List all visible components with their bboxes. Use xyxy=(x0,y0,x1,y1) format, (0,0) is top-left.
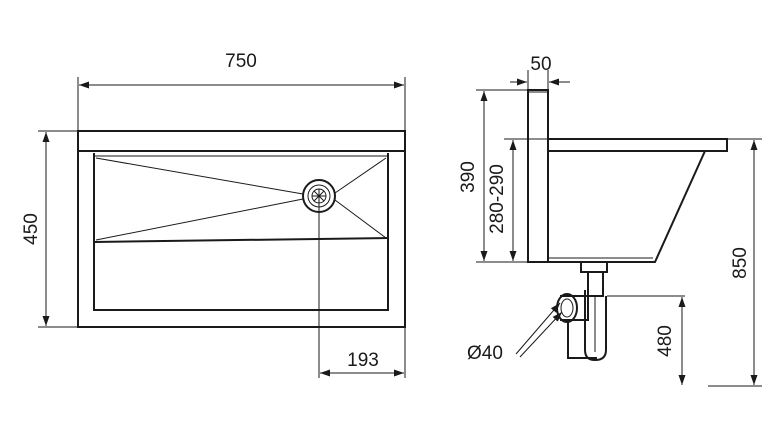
diameter-leader-2 xyxy=(519,311,563,358)
dimension-label-850: 850 xyxy=(730,247,751,279)
basin-side-profile xyxy=(548,138,728,263)
basin-slope-line-3 xyxy=(334,157,387,194)
basin-front-edge xyxy=(93,237,389,243)
siphon-trap-icon xyxy=(556,261,608,362)
dimension-390: 390 xyxy=(458,89,527,263)
dimension-label-390: 390 xyxy=(458,161,479,193)
dimension-label-750: 750 xyxy=(225,51,257,72)
dimension-drain-offset: 193 xyxy=(320,328,406,378)
dimension-width: 750 xyxy=(77,51,406,130)
dimension-480: 480 xyxy=(655,297,686,385)
front-view xyxy=(77,130,406,378)
diameter-leader xyxy=(515,302,561,355)
dimension-label-diameter: Ø40 xyxy=(467,343,503,364)
side-view: Ø40 xyxy=(467,89,728,364)
dimension-depth: 50 xyxy=(510,54,570,90)
dimension-label-480: 480 xyxy=(655,325,676,357)
sink-outer-outline xyxy=(77,130,406,328)
dimension-height: 450 xyxy=(21,130,77,328)
dimension-850: 850 xyxy=(708,138,762,387)
dimension-label-193: 193 xyxy=(347,350,379,371)
basin-slope-line-1 xyxy=(95,157,304,195)
basin-slope-line-2 xyxy=(95,198,304,241)
dimension-label-450: 450 xyxy=(21,213,42,245)
dimension-label-280-290: 280-290 xyxy=(487,164,508,234)
sink-basin-outline xyxy=(93,153,389,311)
dimension-label-50: 50 xyxy=(530,54,551,75)
basin-slope-line-4 xyxy=(334,199,387,239)
backsplash-outline xyxy=(527,89,549,263)
dimension-280-290: 280-290 xyxy=(487,138,547,261)
